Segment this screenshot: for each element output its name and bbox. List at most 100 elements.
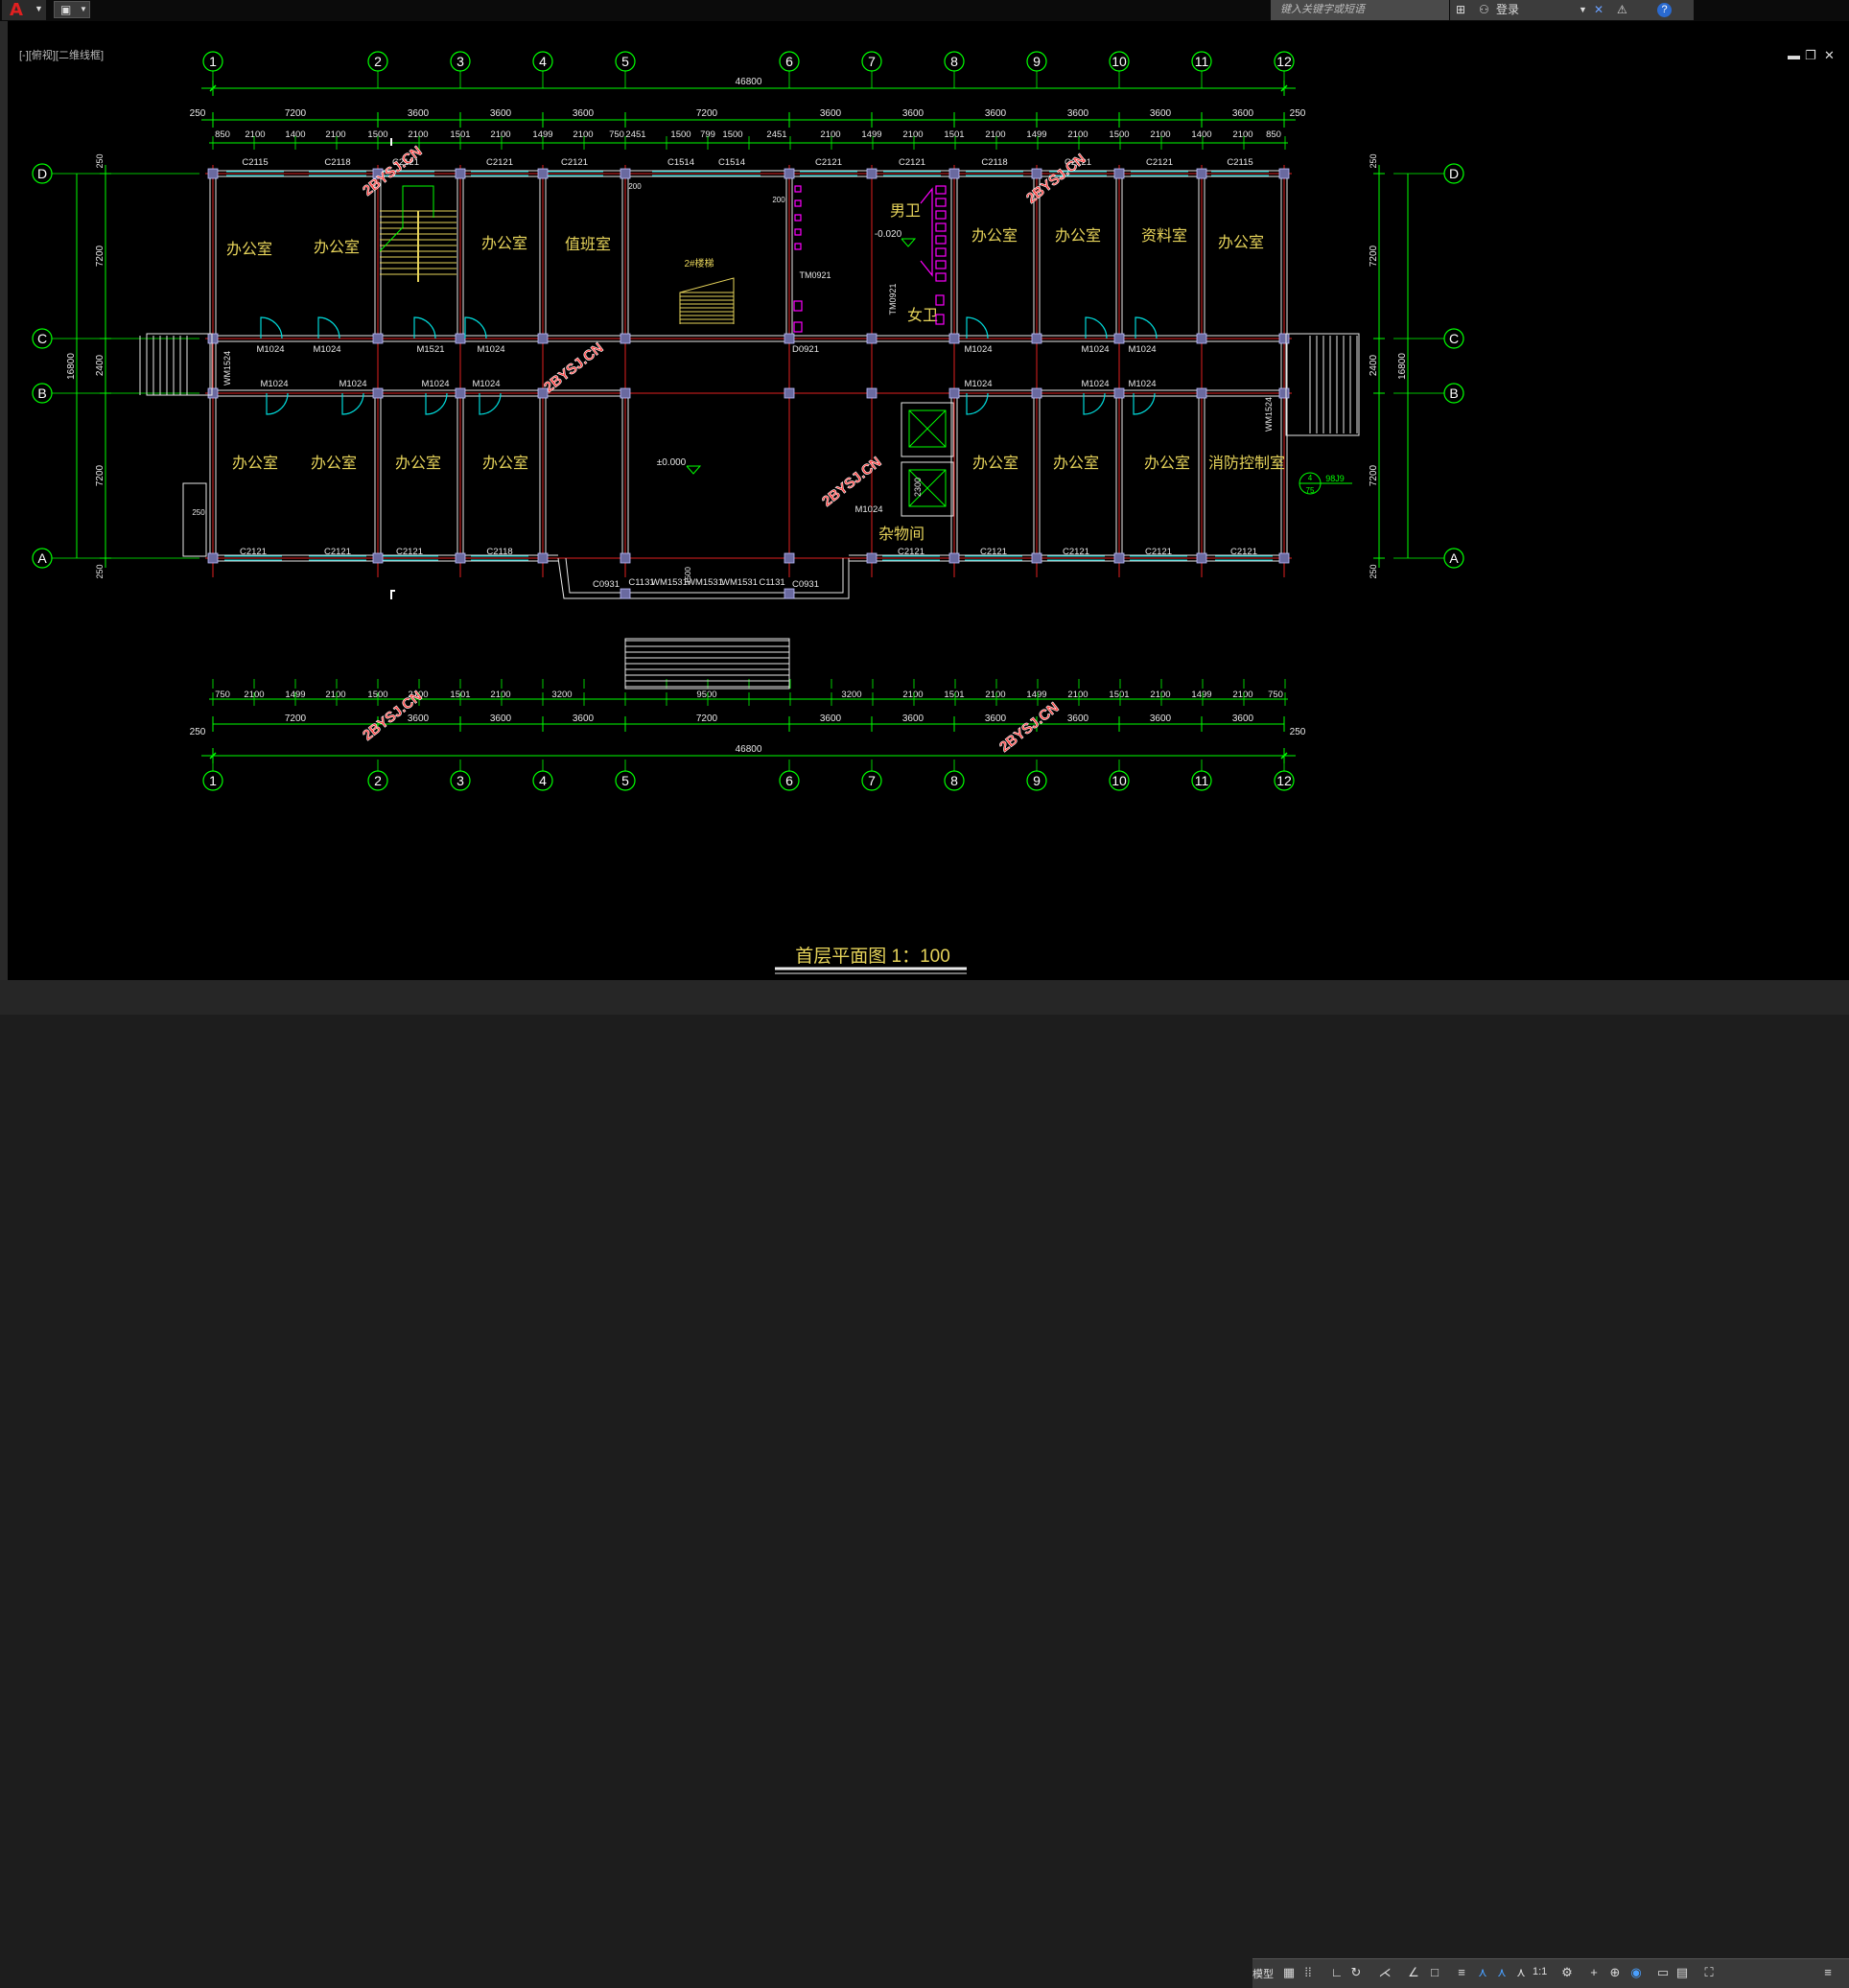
room-label: 办公室	[972, 455, 1018, 472]
axis-bubble-label: 5	[621, 54, 629, 69]
autoscale-icon[interactable]: ⋏	[1497, 1965, 1507, 1979]
detail-dim-bottom-label: 2100	[490, 690, 510, 700]
snap-icon[interactable]: ⁞⁞	[1304, 1965, 1312, 1979]
axis-bubble-label: 1	[209, 54, 217, 69]
bay-dim-top-label: 7200	[696, 108, 718, 119]
workspace-gear-icon[interactable]: ⚙	[1561, 1965, 1573, 1979]
drawing-title: 首层平面图 1：100	[795, 946, 950, 967]
overall-height-label: 16800	[1397, 353, 1408, 380]
column	[372, 552, 384, 564]
customization-menu-icon[interactable]: ≡	[1824, 1965, 1832, 1979]
door-label: M1024	[256, 344, 284, 355]
detail-dim-top-label: 2451	[625, 129, 645, 140]
window-label: C1131	[628, 577, 654, 588]
column	[537, 333, 549, 344]
exchange-icon[interactable]: ✕	[1594, 3, 1604, 16]
question-icon[interactable]: ?	[1657, 3, 1672, 17]
window-label: C2121	[240, 547, 267, 557]
restore-icon[interactable]: ❐	[1805, 48, 1816, 62]
plus-icon[interactable]: +	[1590, 1965, 1598, 1979]
room-label: 办公室	[226, 241, 272, 258]
binoculars-icon[interactable]: ⊞	[1456, 3, 1466, 16]
axis-bubble-label: 1	[209, 773, 217, 788]
door-label: M1024	[477, 344, 504, 355]
detail-dim-bottom-label: 2100	[1067, 690, 1088, 700]
search-input[interactable]: 键入关键字或短语	[1271, 0, 1449, 20]
model-space-button[interactable]: 模型	[1252, 1969, 1274, 1980]
window-label: WM1531	[651, 577, 688, 588]
annotation-scale-icon[interactable]: ⋏	[1516, 1965, 1526, 1979]
lineweight-icon[interactable]: ≡	[1458, 1965, 1465, 1979]
overall-height-label: 16800	[66, 353, 77, 380]
a360-icon[interactable]: ⚠	[1617, 3, 1627, 16]
isolate-icon[interactable]: ⊕	[1609, 1965, 1621, 1979]
room-label: 办公室	[1053, 455, 1099, 472]
hardware-accel-icon[interactable]: ◉	[1630, 1965, 1642, 1979]
bay-dim-bottom-label: 3600	[820, 713, 842, 724]
object-snap-tracking-icon[interactable]: □	[1431, 1965, 1439, 1979]
canvas-background	[8, 21, 1849, 980]
object-snap-icon[interactable]: ∠	[1408, 1965, 1419, 1979]
column	[455, 387, 466, 399]
row-dim-label: 2400	[1369, 354, 1379, 376]
axis-bubble-label: 8	[950, 773, 958, 788]
bay-dim-bottom-label: 3600	[408, 713, 430, 724]
chevron-down-icon: ▼	[35, 4, 43, 13]
toilet-fixture	[793, 321, 803, 333]
clean-screen-icon[interactable]: ▭	[1656, 1965, 1670, 1979]
column	[207, 387, 219, 399]
viewport-label[interactable]: [-][俯视][二维线框]	[19, 50, 104, 61]
quick-access-toolbar[interactable]: ▣ ▼	[54, 1, 90, 18]
urinal-fixture	[794, 185, 802, 193]
door-label: M1521	[416, 344, 444, 355]
scale-dropdown[interactable]: 1:1	[1533, 1966, 1548, 1977]
chevron-down-icon: ▼	[80, 5, 87, 13]
axis-bubble-label: A	[1449, 550, 1459, 566]
detail-dim-top-label: 1499	[1026, 129, 1046, 140]
column	[784, 588, 795, 599]
window-label: C2121	[1145, 547, 1172, 557]
bay-dim-bottom-label: 3600	[1232, 713, 1254, 724]
fullscreen-icon[interactable]: ⛶	[1704, 1965, 1714, 1979]
minimize-icon[interactable]: ▬	[1788, 48, 1800, 62]
overall-dim-top-tick-mark	[1280, 84, 1288, 92]
polar-icon[interactable]: ↻	[1350, 1965, 1362, 1979]
isodraft-icon[interactable]: ⋌	[1378, 1965, 1392, 1979]
door-label: M1024	[260, 379, 288, 389]
properties-icon[interactable]: ▤	[1675, 1965, 1689, 1979]
west-ramp	[182, 482, 207, 557]
grid-icon[interactable]: ▦	[1282, 1965, 1296, 1979]
axis-bubble-label: 2	[374, 773, 382, 788]
detail-dim-top-label: 850	[1266, 129, 1281, 140]
column	[372, 168, 384, 179]
bay-dim-bottom-label: 7200	[696, 713, 718, 724]
app-menu-button[interactable]: A ▼	[2, 0, 46, 20]
room-label: 办公室	[482, 455, 528, 472]
column	[1113, 552, 1125, 564]
detail-index-page: 75	[1306, 486, 1315, 495]
room-label: 办公室	[971, 227, 1018, 245]
column	[537, 552, 549, 564]
detail-dim-top-label: 2451	[766, 129, 786, 140]
ortho-icon[interactable]: ∟	[1330, 1965, 1344, 1979]
column	[1278, 387, 1290, 399]
column	[948, 552, 960, 564]
room-label: 办公室	[395, 455, 441, 472]
bay-dim-bottom-label: 7200	[285, 713, 307, 724]
toilet-fixture	[793, 300, 803, 312]
bay-dim-top-label: 3600	[573, 108, 595, 119]
axis-bubble-label: 4	[539, 773, 547, 788]
door-label: TM0921	[799, 270, 831, 280]
axis-bubble-label: B	[37, 386, 46, 401]
user-icon[interactable]: ⚇	[1479, 3, 1489, 16]
annotation-visibility-icon[interactable]: ⋏	[1478, 1965, 1487, 1979]
login-button[interactable]: 登录	[1496, 3, 1520, 16]
window-label: C2118	[486, 547, 512, 557]
chevron-down-icon[interactable]: ▼	[1579, 5, 1587, 14]
column	[1196, 333, 1207, 344]
close-icon[interactable]: ✕	[1824, 48, 1835, 62]
window-label: C2118	[981, 157, 1007, 168]
column	[784, 168, 795, 179]
